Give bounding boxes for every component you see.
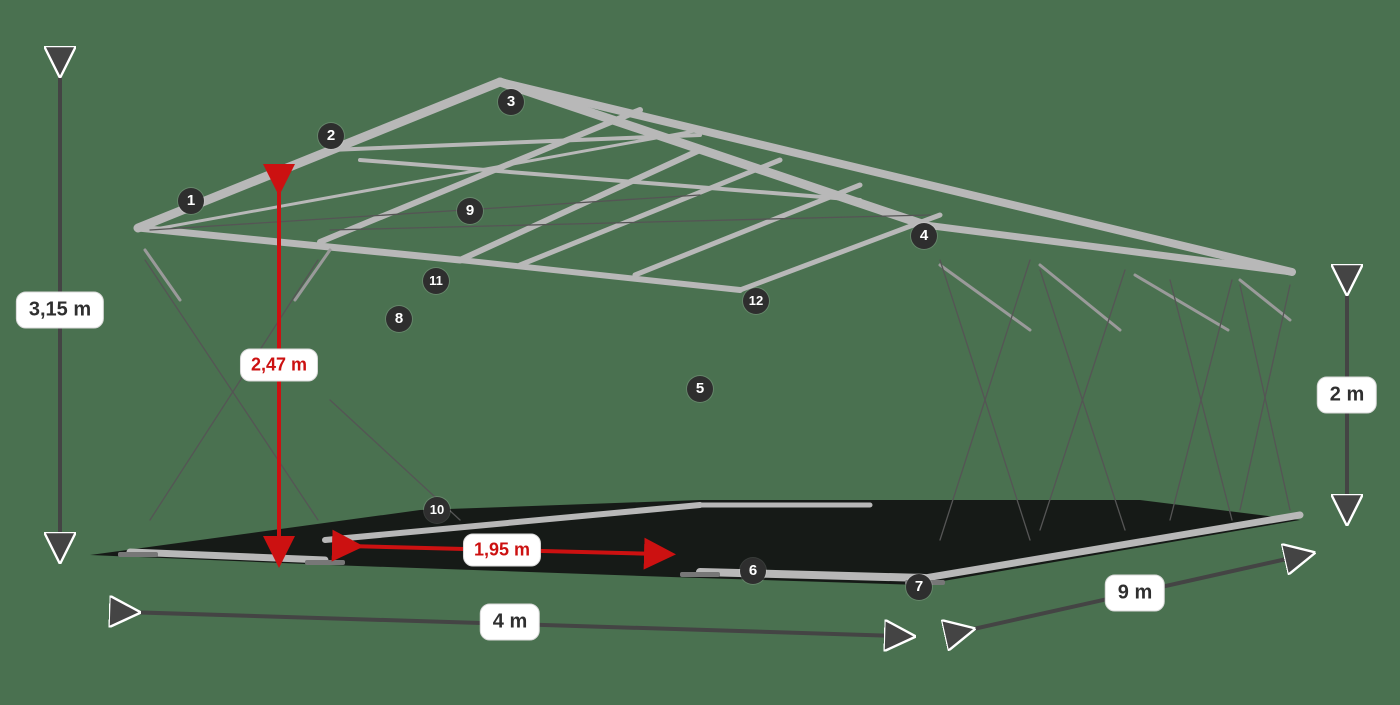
callout-8: 8	[386, 306, 412, 332]
callout-4: 4	[911, 223, 937, 249]
callout-1: 1	[178, 188, 204, 214]
bay-spacing-label: 1,95 m	[462, 533, 542, 567]
callout-6: 6	[740, 558, 766, 584]
side-height-label: 2 m	[1316, 376, 1378, 414]
callout-11: 11	[423, 268, 449, 294]
inner-height-label: 2,47 m	[239, 348, 319, 382]
callout-7: 7	[906, 574, 932, 600]
width-label: 4 m	[479, 603, 541, 641]
length-label: 9 m	[1104, 574, 1166, 612]
callout-10: 10	[424, 497, 450, 523]
callout-5: 5	[687, 376, 713, 402]
frame-pipes	[118, 77, 1304, 586]
callout-9: 9	[457, 198, 483, 224]
callout-3: 3	[498, 89, 524, 115]
callout-12: 12	[743, 288, 769, 314]
callout-2: 2	[318, 123, 344, 149]
total-height-label: 3,15 m	[15, 291, 105, 329]
